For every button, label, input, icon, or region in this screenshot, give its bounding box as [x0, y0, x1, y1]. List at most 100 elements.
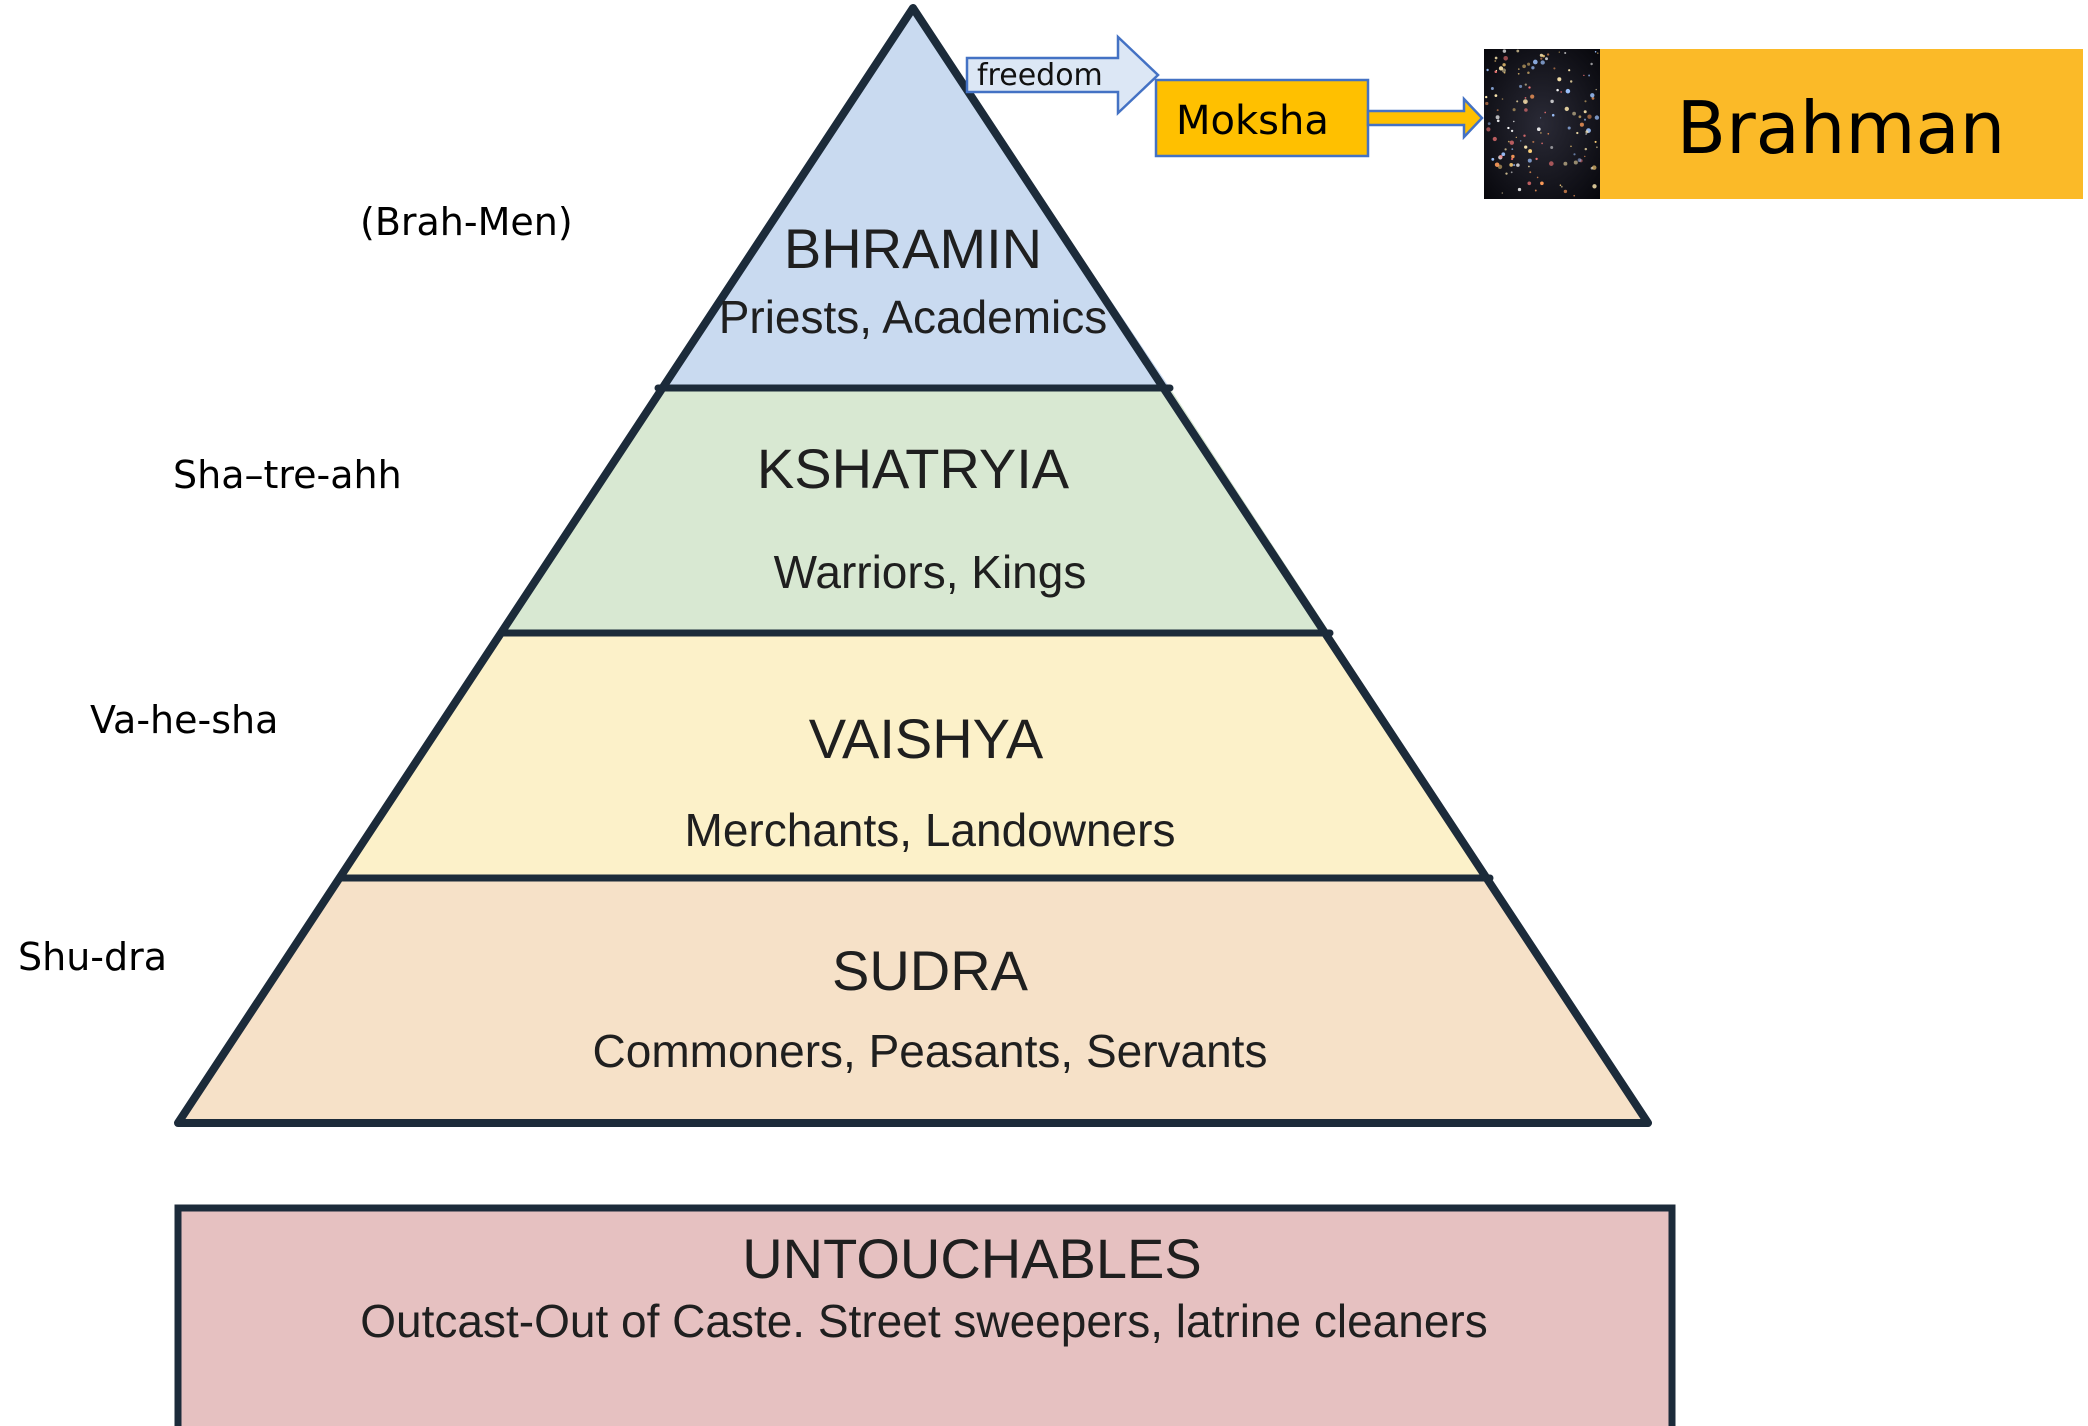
- brahman-banner: [1599, 49, 2083, 199]
- tier-bhramin-description: Priests, Academics: [719, 291, 1108, 343]
- freedom-arrow: [965, 34, 1160, 116]
- star-dot: [1485, 101, 1489, 106]
- star-dot: [1594, 140, 1597, 143]
- starfield-image: [1484, 49, 1600, 199]
- star-dot: [1496, 119, 1500, 123]
- tier-kshatryia-band: [501, 388, 1330, 633]
- tier-vaishya-band: [342, 633, 1490, 878]
- star-dot: [1522, 64, 1526, 69]
- star-dot: [1564, 51, 1567, 55]
- star-dot: [1494, 56, 1498, 60]
- star-dot: [1523, 99, 1528, 104]
- star-dot: [1517, 72, 1520, 75]
- star-dot: [1584, 147, 1588, 151]
- star-dot: [1578, 115, 1582, 119]
- star-dot: [1535, 157, 1538, 161]
- star-dot: [1594, 115, 1600, 120]
- star-dot: [1556, 88, 1559, 92]
- star-dot: [1594, 51, 1597, 53]
- star-dot: [1490, 87, 1494, 90]
- star-dot: [1498, 66, 1504, 71]
- star-dot: [1539, 53, 1544, 57]
- star-dot: [1563, 189, 1568, 194]
- star-dot: [1576, 131, 1579, 135]
- star-dot: [1585, 130, 1589, 134]
- star-dot: [1565, 88, 1571, 94]
- star-dot: [1492, 136, 1497, 142]
- star-dot: [1558, 51, 1560, 53]
- star-dot: [1528, 149, 1533, 154]
- star-dot: [1579, 122, 1584, 127]
- star-dot: [1494, 162, 1500, 167]
- star-dot: [1534, 189, 1537, 192]
- star-dot: [1563, 161, 1568, 166]
- star-dot: [1519, 140, 1522, 142]
- star-dot: [1569, 80, 1573, 83]
- star-dot: [1494, 60, 1497, 62]
- star-dot: [1546, 53, 1550, 56]
- star-dot: [1532, 59, 1538, 65]
- star-dot: [1516, 163, 1520, 167]
- star-dot: [1499, 155, 1503, 159]
- star-dot: [1528, 86, 1531, 89]
- star-dot: [1573, 153, 1576, 156]
- star-dot: [1539, 117, 1542, 119]
- star-dot: [1532, 140, 1535, 143]
- star-dot: [1540, 57, 1543, 60]
- star-dot: [1502, 49, 1507, 53]
- star-dot: [1486, 68, 1489, 72]
- star-dot: [1530, 94, 1535, 99]
- star-dot: [1559, 184, 1562, 186]
- star-dot: [1584, 155, 1586, 158]
- pronunciation-bhramin: (Brah-Men): [360, 200, 573, 244]
- star-dot: [1596, 146, 1598, 149]
- tier-bhramin-band: [658, 8, 1170, 388]
- tier-sudra-band: [178, 878, 1648, 1123]
- star-dot: [1524, 97, 1527, 99]
- moksha-to-brahman-arrow: [1366, 95, 1484, 141]
- star-dot: [1504, 148, 1507, 151]
- star-dot: [1501, 152, 1506, 157]
- star-dot: [1523, 134, 1526, 137]
- pronunciation-sudra: Shu-dra: [18, 935, 167, 979]
- star-dot: [1547, 132, 1550, 135]
- star-dot: [1491, 157, 1495, 161]
- star-dot: [1510, 157, 1514, 161]
- star-dot: [1597, 52, 1599, 54]
- star-dot: [1572, 111, 1576, 116]
- star-dot: [1511, 154, 1515, 159]
- star-dot: [1507, 126, 1510, 130]
- star-dot: [1516, 49, 1520, 53]
- star-dot: [1524, 145, 1528, 149]
- star-dot: [1583, 110, 1587, 114]
- star-dot: [1485, 95, 1488, 99]
- star-dot: [1550, 99, 1554, 104]
- star-dot: [1577, 158, 1582, 162]
- pronunciation-vaishya: Va-he-sha: [90, 698, 278, 742]
- star-dot: [1503, 56, 1508, 61]
- star-dot: [1570, 145, 1572, 148]
- freedom-label: freedom: [977, 58, 1103, 93]
- star-dot: [1595, 88, 1597, 91]
- star-dot: [1495, 115, 1500, 120]
- star-dot: [1536, 127, 1541, 132]
- star-dot: [1587, 114, 1592, 119]
- star-dot: [1544, 111, 1547, 114]
- star-dot: [1517, 68, 1520, 70]
- star-dot: [1540, 60, 1545, 65]
- star-dot: [1510, 129, 1514, 133]
- untouchables-description: Outcast-Out of Caste. Street sweepers, l…: [360, 1295, 1488, 1347]
- star-dot: [1495, 69, 1498, 72]
- tier-kshatryia-description: Warriors, Kings: [774, 546, 1087, 598]
- tier-kshatryia-title: KSHATRYIA: [757, 437, 1070, 500]
- star-dot: [1588, 74, 1591, 77]
- star-dot: [1545, 57, 1548, 61]
- star-dot: [1560, 91, 1563, 93]
- star-dot: [1584, 100, 1587, 103]
- star-dot: [1509, 140, 1515, 145]
- star-dot: [1529, 171, 1532, 174]
- pronunciation-kshatryia: Sha–tre-ahh: [173, 453, 402, 497]
- star-dot: [1517, 187, 1522, 192]
- star-dot: [1592, 184, 1597, 189]
- star-dot: [1524, 83, 1527, 86]
